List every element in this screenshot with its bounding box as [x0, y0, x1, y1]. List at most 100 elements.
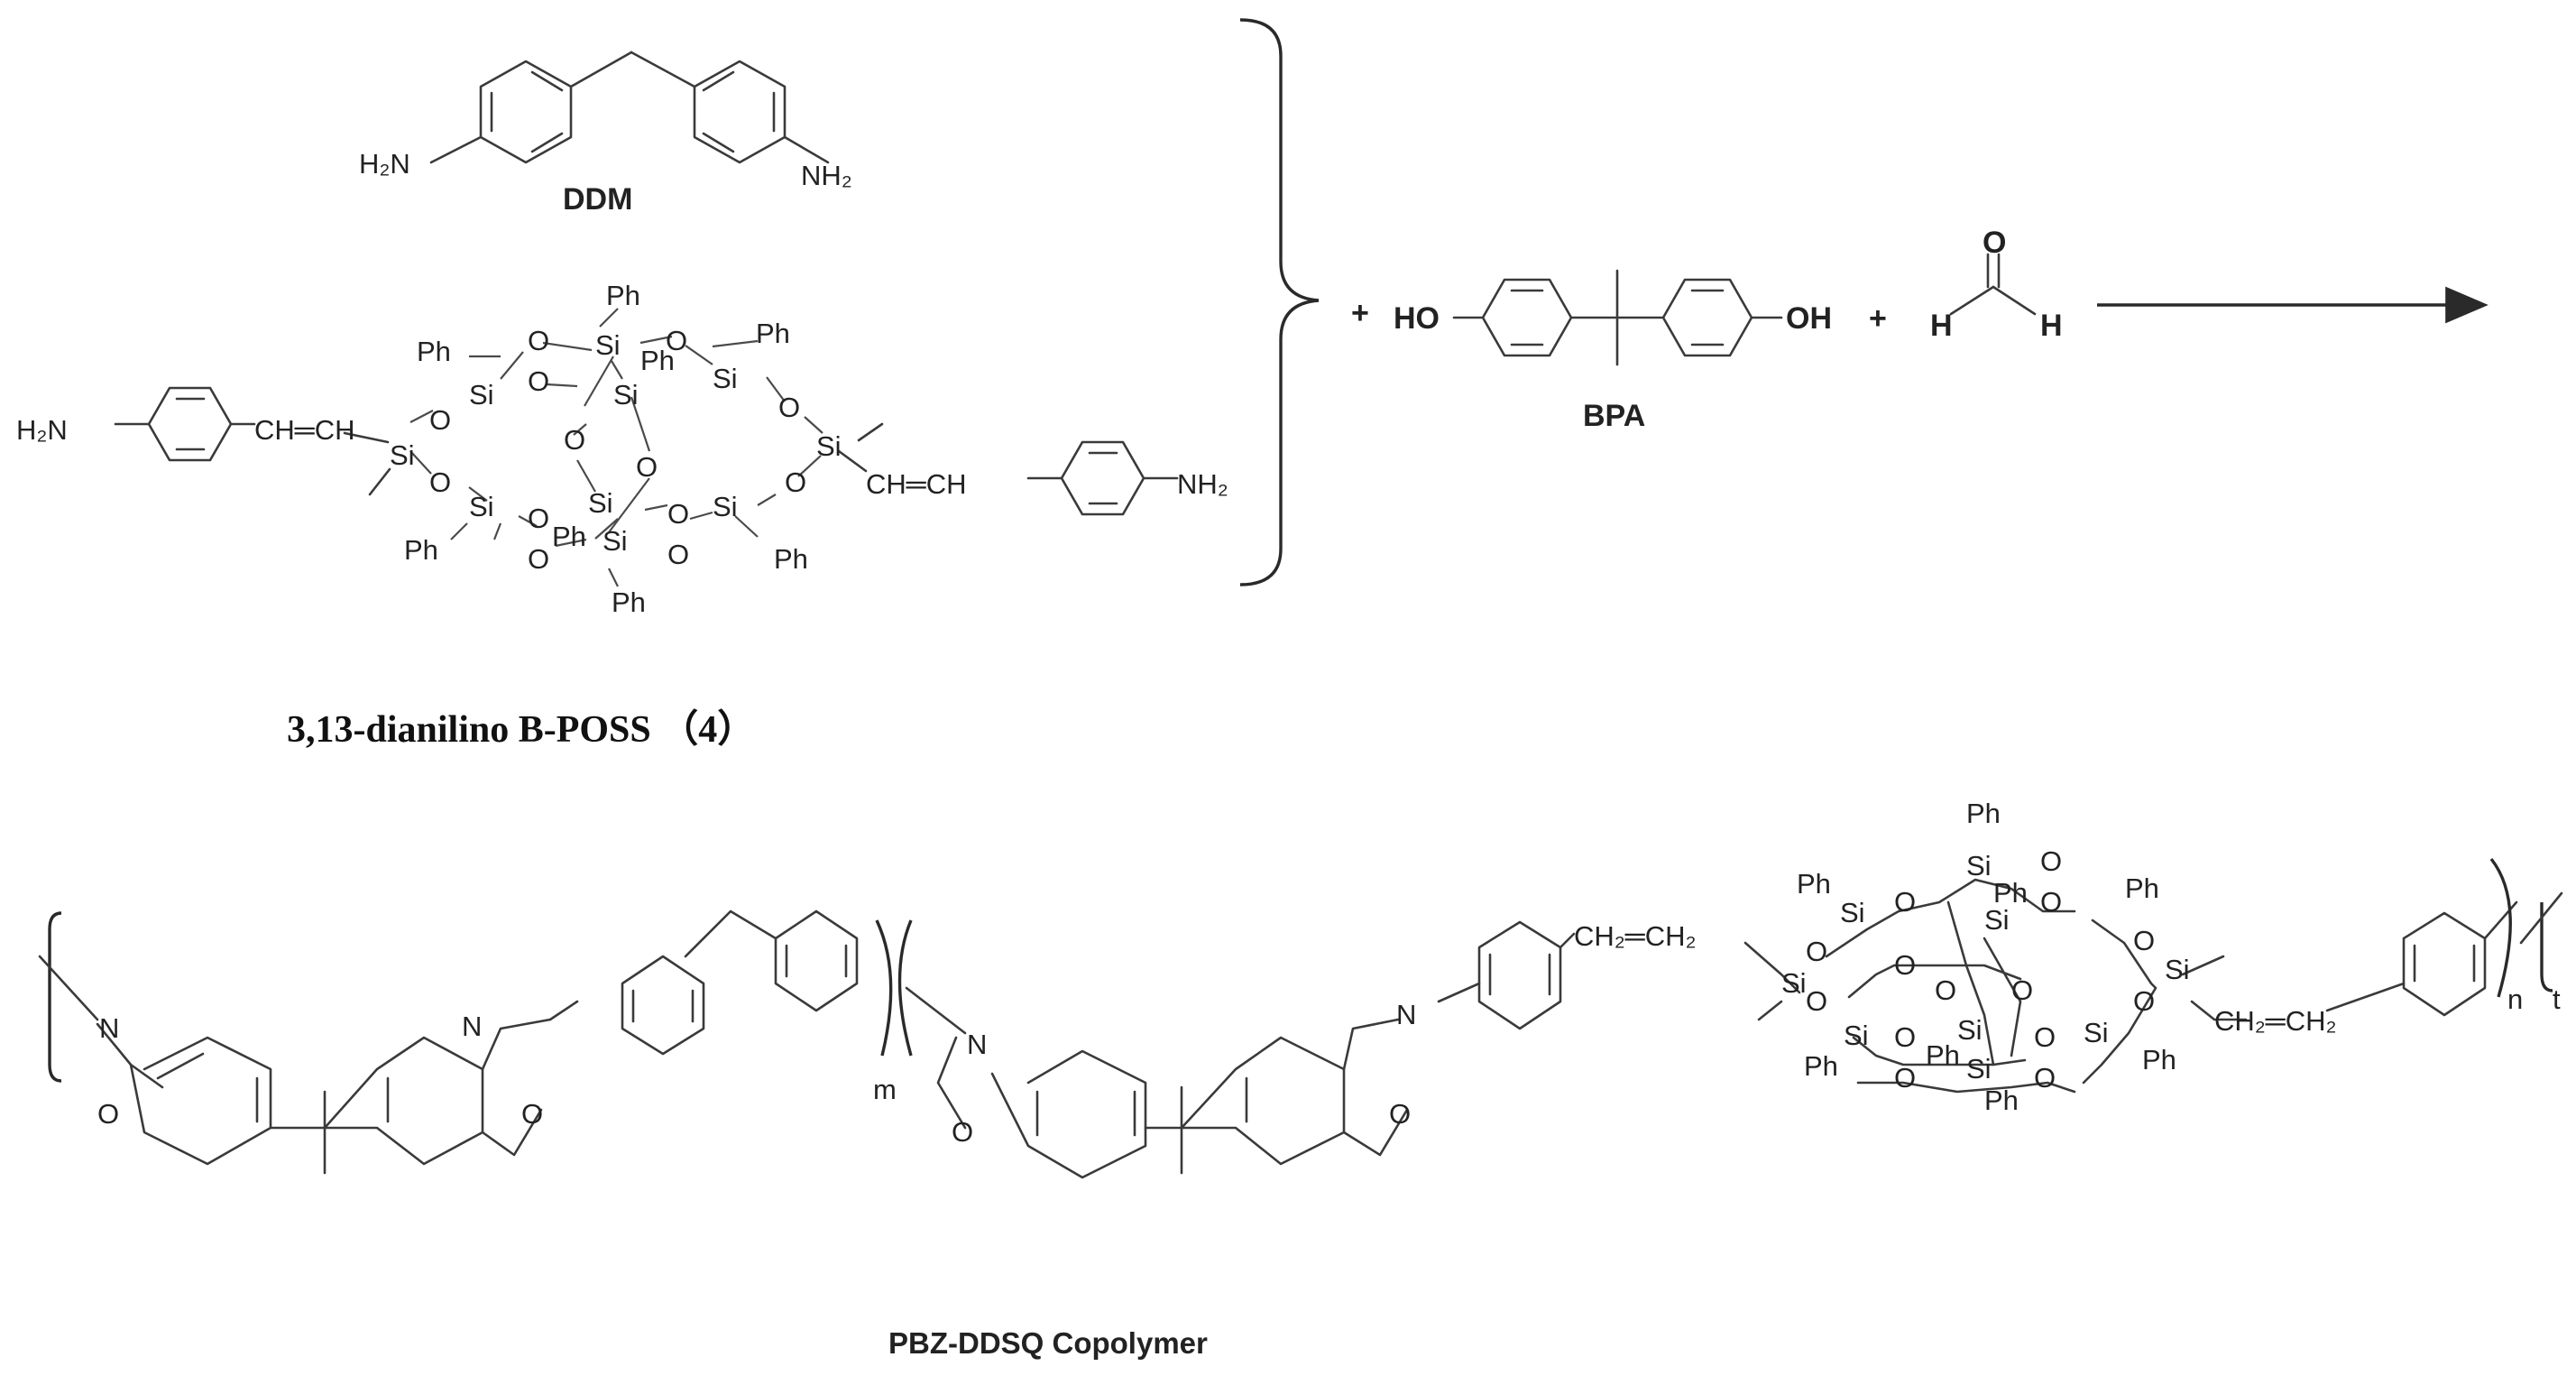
svg-text:Ph: Ph [612, 586, 646, 618]
copolymer-atoms: N O N O N O N O CH₂═CH₂ Si O O Ph Si O O… [97, 798, 2337, 1148]
svg-text:CH₂═CH₂: CH₂═CH₂ [2214, 1005, 2337, 1037]
svg-text:Si: Si [390, 439, 415, 471]
copolymer-label: PBZ-DDSQ Copolymer [888, 1326, 1208, 1360]
svg-text:O: O [528, 503, 549, 534]
svg-text:Ph: Ph [1966, 798, 2001, 829]
svg-text:Si: Si [2084, 1017, 2109, 1048]
ddm-structure [429, 51, 830, 164]
svg-text:O: O [952, 1116, 973, 1148]
formaldehyde-h-right: H [2040, 309, 2063, 343]
svg-text:N: N [99, 1012, 119, 1044]
formaldehyde-o-label: O [1983, 226, 2006, 260]
svg-text:Si: Si [469, 491, 494, 522]
bpa-ho-label: HO [1394, 301, 1440, 336]
svg-text:O: O [1389, 1098, 1411, 1130]
copolymer-structure [38, 857, 2563, 1179]
formaldehyde-h-left: H [1930, 309, 1953, 343]
svg-text:O: O [528, 325, 549, 356]
poss-vinyl-right: CH═CH [866, 468, 967, 500]
svg-text:Si: Si [1957, 1014, 1983, 1046]
svg-text:O: O [528, 365, 549, 397]
svg-text:O: O [429, 466, 451, 498]
b-poss-structure [114, 308, 1179, 587]
svg-text:O: O [1894, 1021, 1916, 1053]
ddm-label: DDM [563, 182, 632, 217]
svg-text:Si: Si [613, 379, 639, 411]
svg-text:Ph: Ph [2125, 872, 2159, 904]
svg-text:O: O [666, 325, 687, 356]
svg-text:O: O [521, 1098, 543, 1130]
svg-text:Si: Si [1984, 904, 2010, 936]
ddm-h2n-label: H₂N [359, 148, 410, 180]
svg-text:Si: Si [816, 430, 842, 462]
poss-nh2-label: NH₂ [1177, 468, 1228, 500]
svg-text:Si: Si [2165, 954, 2190, 985]
svg-text:Ph: Ph [417, 336, 451, 367]
svg-text:Si: Si [588, 487, 613, 519]
svg-text:O: O [2034, 1062, 2056, 1094]
svg-text:O: O [2040, 886, 2062, 918]
svg-text:O: O [2040, 845, 2062, 877]
svg-text:N: N [1396, 999, 1416, 1030]
svg-text:Si: Si [1844, 1020, 1869, 1051]
bpa-structure [1452, 269, 1783, 366]
ddm-nh2-label: NH₂ [801, 160, 852, 191]
poss-cage-atoms: Si O O Si Si Ph Ph O O O O Si Si Ph Ph O… [390, 280, 842, 618]
poss-vinyl-left: CH═CH [254, 414, 355, 446]
svg-text:O: O [1894, 949, 1916, 981]
svg-text:O: O [528, 543, 549, 575]
svg-text:Ph: Ph [1926, 1039, 1960, 1071]
svg-text:O: O [1806, 985, 1827, 1017]
svg-text:O: O [636, 451, 658, 483]
svg-text:Si: Si [713, 363, 738, 394]
plus-sign-2: + [1869, 301, 1887, 336]
subscript-m: m [873, 1074, 897, 1105]
svg-text:O: O [2011, 974, 2033, 1006]
svg-text:Si: Si [595, 329, 621, 361]
subscript-t: t [2553, 983, 2561, 1015]
bpa-oh-label: OH [1786, 301, 1832, 336]
svg-text:N: N [462, 1011, 482, 1042]
svg-text:Ph: Ph [640, 345, 675, 376]
b-poss-label: 3,13-dianilino B-POSS （4） [287, 708, 755, 751]
svg-text:Ph: Ph [1984, 1085, 2019, 1116]
svg-text:O: O [1935, 974, 1956, 1006]
svg-text:Si: Si [1966, 1053, 1992, 1085]
svg-text:O: O [1894, 1062, 1916, 1094]
svg-text:O: O [2034, 1021, 2056, 1053]
svg-text:O: O [2133, 925, 2155, 956]
svg-text:Ph: Ph [404, 534, 438, 566]
svg-text:Si: Si [469, 379, 494, 411]
svg-text:CH₂═CH₂: CH₂═CH₂ [1574, 920, 1697, 952]
svg-text:O: O [97, 1098, 119, 1130]
svg-text:Si: Si [713, 491, 738, 522]
plus-sign-1: + [1351, 296, 1369, 330]
svg-text:Si: Si [1966, 850, 1992, 882]
reactant-brace [1239, 18, 1320, 586]
subscript-n: n [2507, 983, 2523, 1015]
poss-h2n-label: H₂N [16, 414, 68, 446]
svg-text:Ph: Ph [606, 280, 640, 311]
bpa-label: BPA [1583, 399, 1645, 433]
svg-text:Si: Si [603, 525, 628, 557]
svg-text:N: N [967, 1029, 987, 1060]
svg-text:O: O [1806, 936, 1827, 967]
svg-text:O: O [667, 498, 689, 530]
svg-text:Ph: Ph [1797, 868, 1831, 900]
svg-text:Ph: Ph [1804, 1050, 1838, 1082]
svg-text:O: O [778, 392, 800, 423]
svg-text:Ph: Ph [1993, 877, 2028, 909]
svg-text:Ph: Ph [756, 318, 790, 349]
svg-text:Ph: Ph [2142, 1044, 2176, 1076]
svg-text:Si: Si [1840, 897, 1865, 928]
svg-text:O: O [2133, 985, 2155, 1017]
svg-text:Si: Si [1781, 967, 1807, 999]
svg-text:O: O [1894, 886, 1916, 918]
svg-text:Ph: Ph [552, 521, 586, 552]
svg-text:O: O [564, 424, 585, 456]
svg-text:O: O [785, 466, 806, 498]
svg-text:O: O [429, 404, 451, 436]
svg-text:Ph: Ph [774, 543, 808, 575]
formaldehyde-structure [1949, 253, 2037, 316]
